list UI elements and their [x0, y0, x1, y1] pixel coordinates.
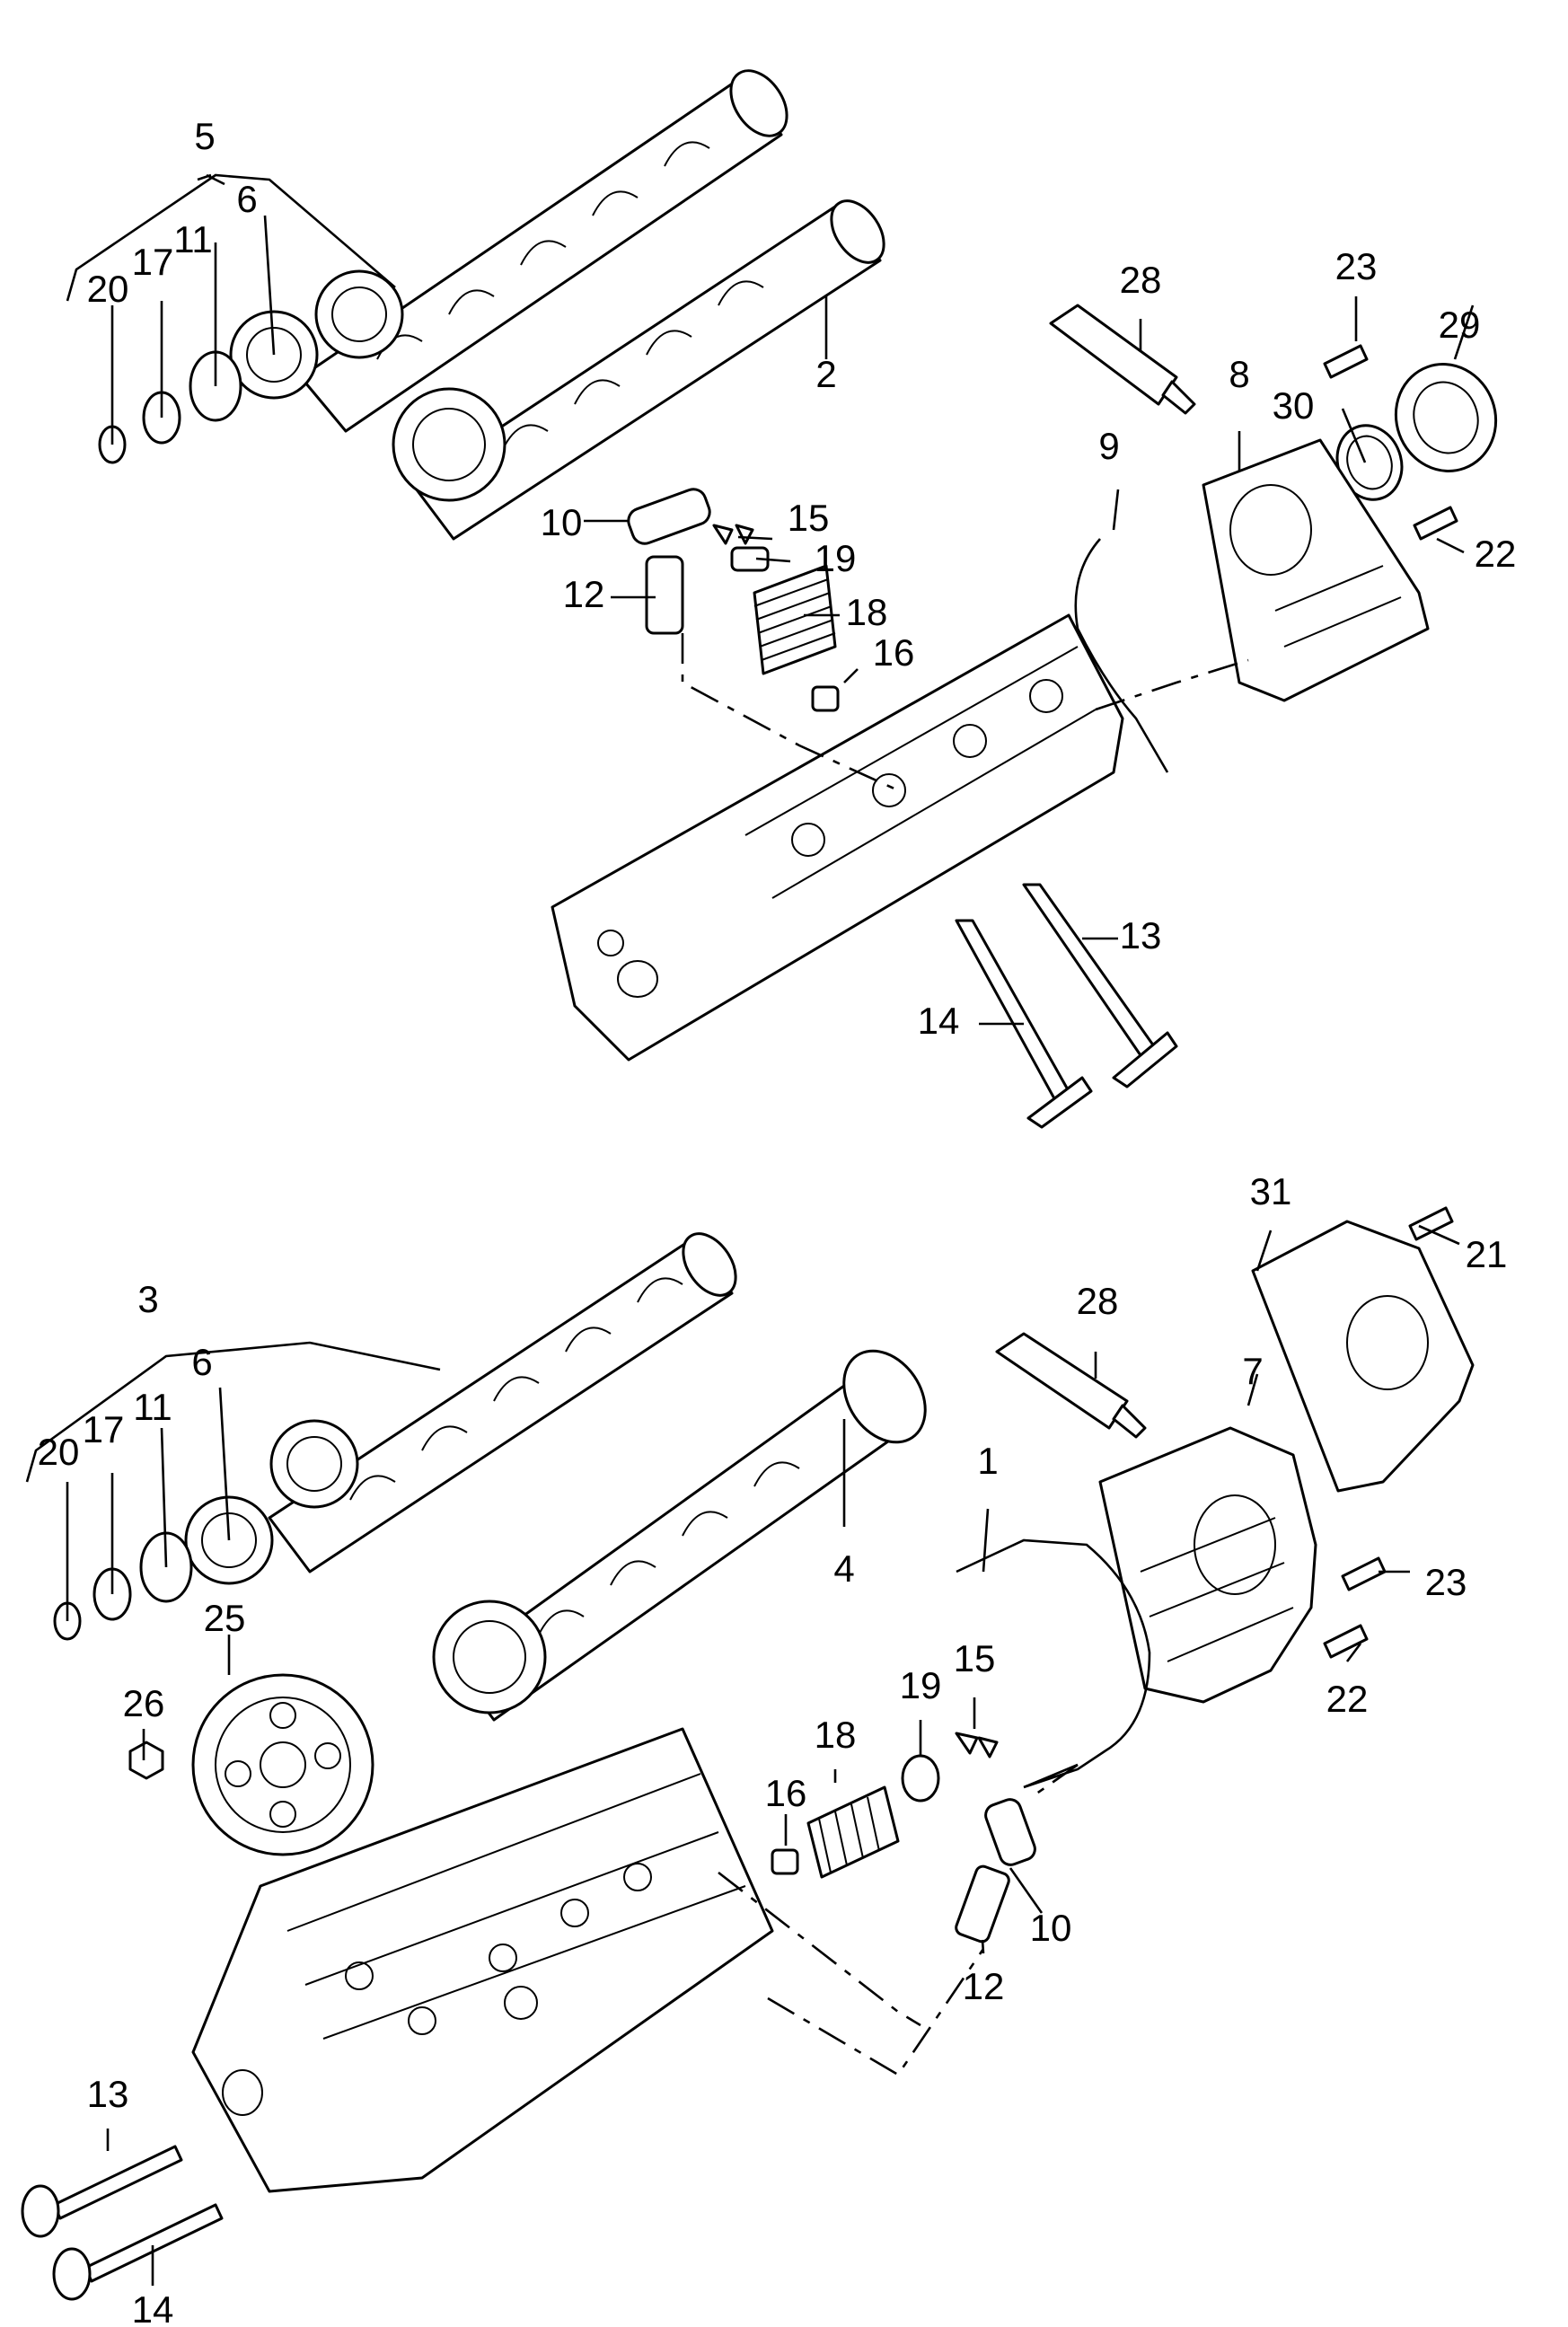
nut-26 — [128, 1741, 164, 1780]
upper-label-13: 13 — [1120, 914, 1162, 956]
lower-label-18: 18 — [815, 1714, 857, 1756]
tappet-12-upper — [645, 555, 684, 635]
tappet-12-lower — [955, 1864, 1010, 1944]
valve-13-lower — [21, 2145, 183, 2238]
sprocket-25 — [191, 1673, 374, 1856]
upper-label-5: 5 — [194, 115, 215, 157]
lower-label-19: 19 — [900, 1664, 942, 1706]
lower-label-3: 3 — [137, 1278, 158, 1320]
cover-31 — [1251, 1220, 1475, 1493]
upper-camshaft-2 — [392, 199, 885, 541]
upper-label-16: 16 — [873, 631, 915, 674]
upper-label-28: 28 — [1120, 259, 1162, 301]
bolt-21 — [1408, 1206, 1454, 1241]
bolt-23-upper — [1323, 344, 1369, 379]
cover-29 — [1394, 363, 1498, 472]
upper-label-18: 18 — [846, 591, 888, 633]
lower-label-7: 7 — [1242, 1350, 1263, 1392]
upper-label-30: 30 — [1273, 384, 1315, 427]
lower-assembly — [21, 1206, 1475, 2301]
rear-cover-8 — [1202, 438, 1430, 702]
lower-label-11: 11 — [133, 1386, 172, 1428]
lower-label-12: 12 — [963, 1965, 1005, 2007]
bolt-23-lower — [1341, 1556, 1387, 1591]
upper-label-6: 6 — [236, 178, 257, 220]
valve-14-upper — [955, 919, 1093, 1129]
lower-label-31: 31 — [1250, 1170, 1292, 1212]
rocker-arm-10-lower — [984, 1798, 1036, 1866]
lower-label-17: 17 — [83, 1408, 125, 1450]
bolt-22-lower — [1323, 1624, 1369, 1659]
rocker-arm-10-upper — [627, 488, 711, 545]
upper-label-20: 20 — [87, 268, 129, 310]
valve-14-lower — [52, 2203, 224, 2301]
upper-camshaft-5 — [299, 69, 788, 433]
lower-label-21: 21 — [1466, 1233, 1508, 1275]
sealant-tube-28-upper — [1049, 304, 1178, 406]
upper-label-14: 14 — [918, 1000, 960, 1042]
valve-stem-seal-16-upper — [811, 685, 840, 712]
lower-label-15: 15 — [954, 1637, 996, 1679]
sealant-tube-28-lower — [995, 1332, 1129, 1430]
lower-label-25: 25 — [204, 1597, 246, 1639]
cylinder-head-lower — [191, 1727, 774, 2193]
lower-label-20: 20 — [38, 1431, 80, 1473]
lower-label-14: 14 — [132, 2288, 174, 2327]
upper-label-17: 17 — [132, 241, 174, 283]
upper-label-15: 15 — [788, 497, 830, 539]
valve-13-upper — [1022, 883, 1178, 1089]
upper-label-23: 23 — [1335, 245, 1378, 287]
valve-keepers-15-lower — [955, 1732, 999, 1758]
upper-label-8: 8 — [1229, 353, 1249, 395]
lower-camshaft-3 — [268, 1232, 737, 1573]
cylinder-head-upper — [551, 613, 1124, 1062]
upper-label-2: 2 — [815, 353, 836, 395]
lower-label-13: 13 — [87, 2073, 129, 2115]
upper-label-19: 19 — [815, 537, 857, 579]
lower-label-28: 28 — [1077, 1280, 1119, 1322]
upper-label-9: 9 — [1098, 425, 1119, 467]
valve-keepers-15-upper — [712, 524, 754, 545]
upper-assembly — [66, 69, 1498, 1129]
upper-label-10: 10 — [541, 501, 583, 543]
upper-label-22: 22 — [1475, 533, 1517, 575]
rear-cover-7 — [1098, 1426, 1317, 1704]
lower-label-10: 10 — [1030, 1907, 1072, 1949]
lower-label-23: 23 — [1425, 1561, 1467, 1603]
lower-label-26: 26 — [123, 1682, 165, 1724]
upper-label-11: 11 — [173, 218, 213, 260]
lower-label-22: 22 — [1326, 1678, 1369, 1720]
upper-label-12: 12 — [563, 573, 605, 615]
lower-label-1: 1 — [977, 1440, 998, 1482]
gasket-1 — [956, 1538, 1151, 1789]
lower-label-6: 6 — [191, 1341, 212, 1383]
bolt-22-upper — [1413, 506, 1458, 541]
upper-label-29: 29 — [1439, 304, 1481, 346]
lower-camshaft-4 — [432, 1349, 927, 1722]
spring-seat-19-lower — [901, 1754, 940, 1803]
valve-spring-18-lower — [806, 1785, 900, 1879]
valve-stem-seal-16-lower — [771, 1848, 799, 1875]
lower-label-4: 4 — [833, 1547, 854, 1590]
lower-label-16: 16 — [765, 1772, 807, 1814]
